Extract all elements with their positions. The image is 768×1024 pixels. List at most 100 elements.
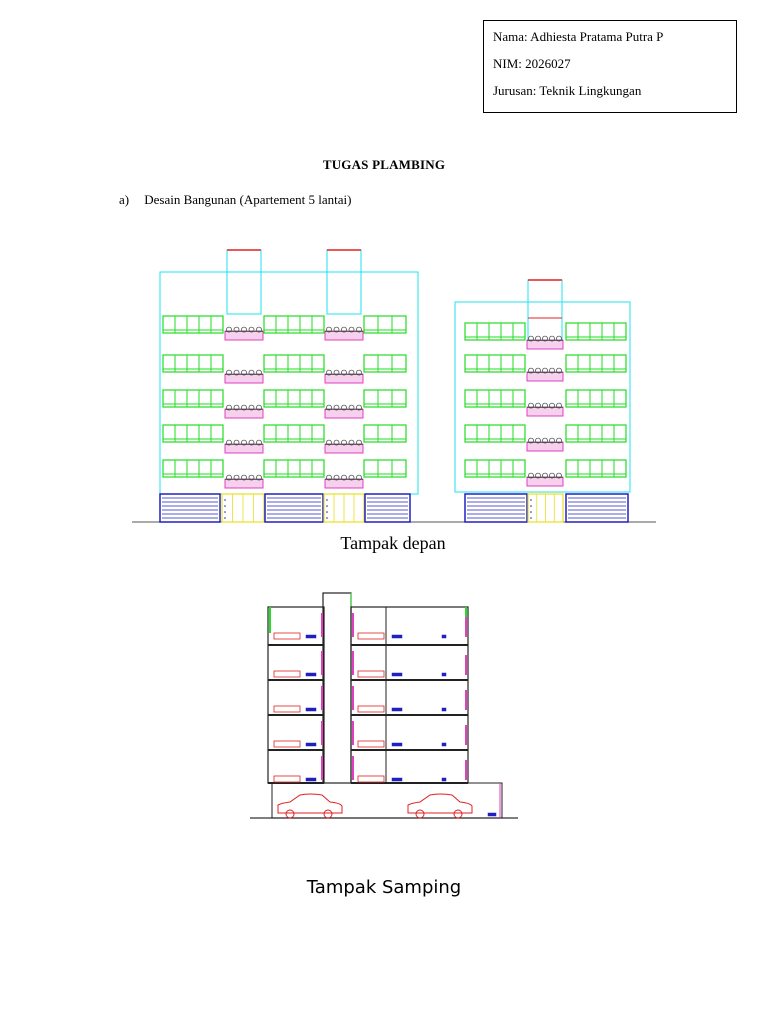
door-marker (326, 505, 328, 507)
balcony-plant (326, 326, 332, 333)
student-major: Jurusan: Teknik Lingkungan (493, 83, 642, 98)
balcony-plant (348, 369, 355, 376)
ground-floor-shutter (159, 493, 221, 523)
balcony-plant (226, 439, 232, 446)
door-marker (224, 517, 226, 519)
fixture (391, 707, 403, 712)
balcony-plant (241, 369, 247, 376)
window (363, 389, 407, 408)
balcony-plant (256, 404, 262, 411)
balcony-plant (233, 404, 240, 411)
fixture (391, 672, 403, 677)
section-a-heading: a) Desain Bangunan (Apartement 5 lantai) (119, 192, 351, 208)
balcony-plant (348, 326, 355, 333)
car-body (407, 793, 473, 814)
front-elevation-caption: Tampak depan (340, 533, 446, 553)
balcony-plant (356, 404, 362, 411)
window (565, 389, 627, 408)
bed-furniture (357, 775, 385, 783)
door-marker (224, 505, 226, 507)
balcony-plant (341, 369, 347, 376)
balcony-plant (333, 404, 340, 411)
balcony-plant (333, 369, 340, 376)
balcony-plant (356, 439, 362, 446)
balcony-plant (248, 369, 255, 376)
fixture (305, 742, 317, 747)
balcony-plant (333, 474, 340, 481)
balcony-rail (526, 371, 564, 382)
window (464, 389, 526, 408)
window (363, 315, 407, 334)
window (464, 322, 526, 341)
fixture (305, 672, 317, 677)
window (162, 424, 224, 443)
balcony-plant (241, 439, 247, 446)
fixture (391, 634, 403, 639)
window (565, 459, 627, 478)
bed-furniture (273, 670, 301, 678)
building-b-stair-tower (527, 279, 563, 345)
balcony-plant (535, 472, 541, 479)
ground-floor-shutter (364, 493, 411, 523)
door-marker (326, 511, 328, 513)
balcony-rail (526, 406, 564, 417)
balcony-plant (556, 472, 562, 479)
balcony-plant (233, 326, 240, 333)
balcony-rail (324, 408, 364, 419)
door-marker (530, 517, 532, 519)
balcony-plant (549, 437, 555, 444)
side-section-caption: Tampak Samping (306, 877, 462, 898)
balcony-plant (226, 326, 232, 333)
window (565, 354, 627, 373)
balcony-plant (256, 369, 262, 376)
left-wing-outline (267, 606, 325, 784)
balcony-plant (528, 437, 534, 444)
balcony-plant (341, 439, 347, 446)
car-wheel (323, 809, 333, 819)
student-name: Nama: Adhiesta Pratama Putra P (493, 29, 664, 44)
side-section-drawing (250, 592, 518, 819)
balcony-plant (528, 335, 534, 342)
balcony-plant (233, 439, 240, 446)
balcony-plant (348, 474, 355, 481)
bed-furniture (273, 775, 301, 783)
balcony-plant (528, 402, 534, 409)
stair-core (322, 592, 352, 784)
ground-floor-shutter (565, 493, 629, 523)
ground-floor-shutter (464, 493, 528, 523)
balcony-plant (256, 439, 262, 446)
balcony-plant (549, 367, 555, 374)
balcony-rail (224, 443, 264, 454)
balcony-plant (556, 402, 562, 409)
door-marker (530, 511, 532, 513)
balcony-plant (556, 367, 562, 374)
fixture (391, 777, 403, 782)
balcony-plant (326, 369, 332, 376)
fixture (305, 634, 317, 639)
balcony-rail (324, 330, 364, 341)
car-wheel (285, 809, 295, 819)
balcony-plant (256, 474, 262, 481)
balcony-plant (248, 474, 255, 481)
bed-furniture (273, 632, 301, 640)
car-wheel (415, 809, 425, 819)
balcony-rail (526, 476, 564, 487)
window (363, 424, 407, 443)
balcony-plant (535, 335, 541, 342)
balcony-plant (248, 439, 255, 446)
building-a-stair-tower-2 (326, 249, 362, 315)
window (162, 459, 224, 478)
balcony-plant (542, 367, 548, 374)
balcony-rail (324, 478, 364, 489)
balcony-rail (526, 441, 564, 452)
front-elevation-drawing (132, 249, 656, 523)
balcony-plant (542, 402, 548, 409)
balcony-rail (224, 373, 264, 384)
bed-furniture (357, 670, 385, 678)
balcony-plant (241, 474, 247, 481)
balcony-plant (556, 437, 562, 444)
balcony-rail (224, 330, 264, 341)
window (363, 354, 407, 373)
balcony-plant (356, 369, 362, 376)
balcony-plant (549, 402, 555, 409)
